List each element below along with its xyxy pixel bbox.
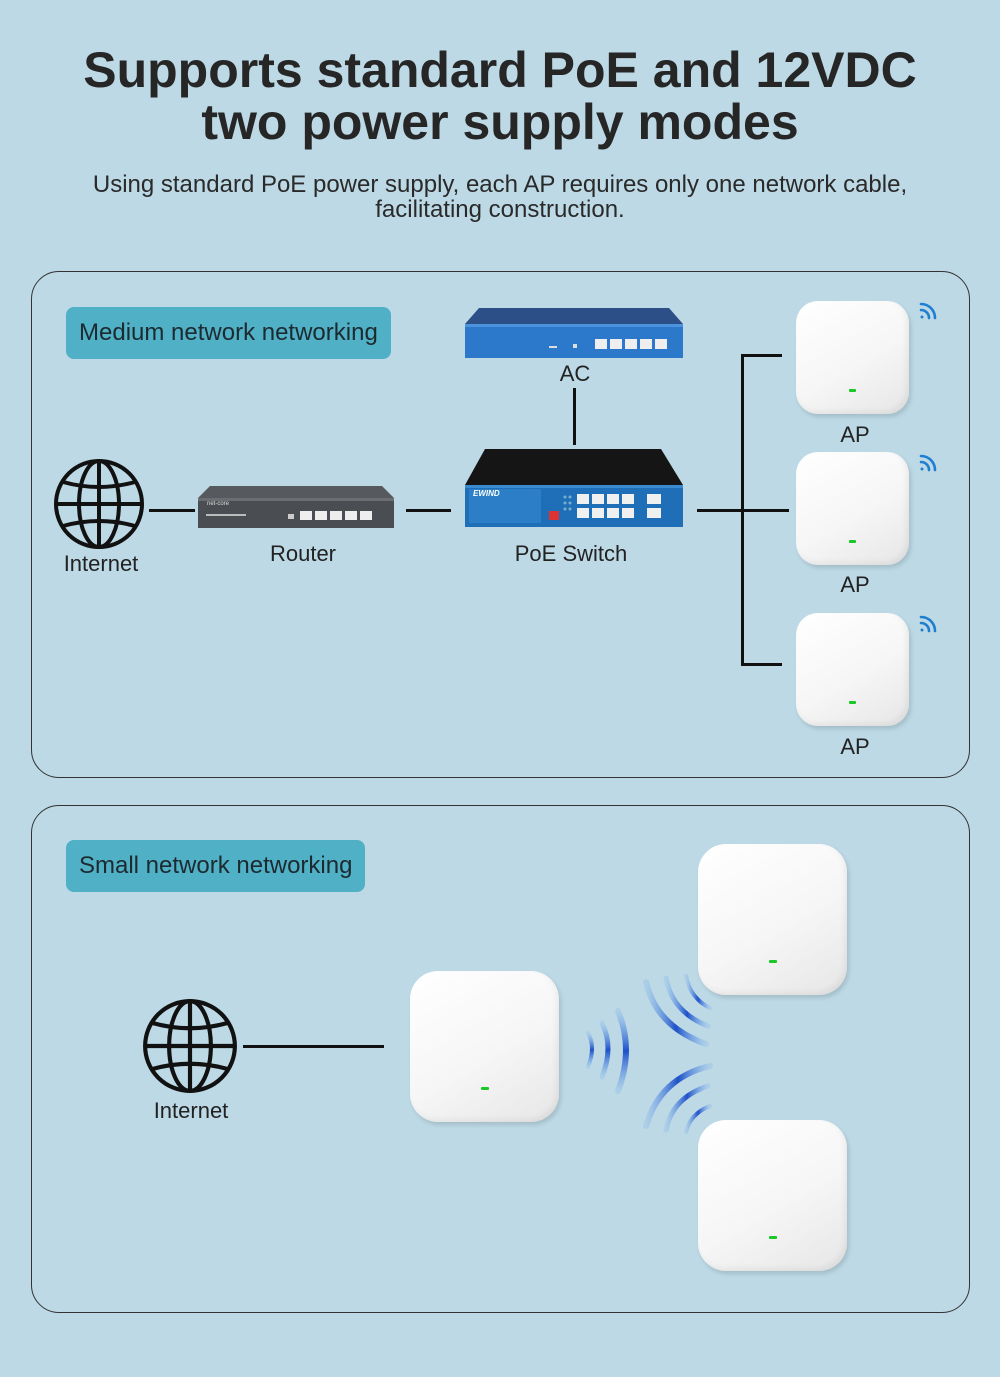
access-point-main: [410, 971, 559, 1122]
ap-label-2: AP: [840, 572, 870, 597]
title-line-1: Supports standard PoE and 12VDC: [83, 42, 917, 98]
access-point-remote-1: [698, 844, 847, 995]
subtitle-line-2: facilitating construction.: [375, 196, 625, 223]
access-point-3: [796, 613, 909, 726]
access-point-2: [796, 452, 909, 565]
ac-controller-device: [465, 306, 683, 365]
wifi-icon: [918, 451, 940, 478]
cable-ap-trunk: [741, 354, 744, 666]
ap-status-led: [481, 1087, 489, 1090]
title-line-2: two power supply modes: [201, 94, 799, 150]
poe-switch-device: EWIND: [465, 447, 683, 534]
small-network-badge: Small network networking: [66, 840, 366, 892]
wifi-icon: [918, 612, 940, 639]
wifi-icon: [918, 299, 940, 326]
page-title: Supports standard PoE and 12VDC two powe…: [0, 44, 1000, 148]
signal-wave-icon: [578, 1005, 642, 1106]
cable-ac-switch: [573, 388, 576, 445]
router-brand: net-core: [207, 501, 230, 507]
access-point-remote-2: [698, 1120, 847, 1271]
globe-icon: [142, 998, 238, 1094]
medium-network-badge: Medium network networking: [66, 307, 391, 359]
access-point-1: [796, 301, 909, 414]
ac-label: AC: [559, 361, 591, 386]
internet-label: Internet: [153, 1098, 229, 1123]
internet-label: Internet: [63, 551, 139, 576]
cable-internet-router: [149, 509, 195, 512]
ap-status-led: [849, 389, 856, 392]
page-subtitle: Using standard PoE power supply, each AP…: [0, 172, 1000, 222]
switch-brand: EWIND: [473, 489, 500, 498]
cable-internet-ap: [243, 1045, 384, 1048]
cable-ap-1: [741, 354, 782, 357]
cable-router-switch: [406, 509, 451, 512]
signal-wave-icon: [636, 1060, 726, 1145]
subtitle-line-1: Using standard PoE power supply, each AP…: [92, 171, 908, 198]
router-label: Router: [269, 541, 337, 566]
ap-status-led: [849, 701, 856, 704]
ap-status-led: [769, 1236, 777, 1239]
cable-ap-3: [741, 663, 782, 666]
router-device: net-core: [198, 484, 394, 535]
ap-label-3: AP: [840, 734, 870, 759]
ap-status-led: [769, 960, 777, 963]
ap-label-1: AP: [840, 422, 870, 447]
globe-icon: [53, 458, 145, 550]
signal-wave-icon: [636, 968, 726, 1063]
ap-status-led: [849, 540, 856, 543]
poe-switch-label: PoE Switch: [514, 541, 628, 566]
